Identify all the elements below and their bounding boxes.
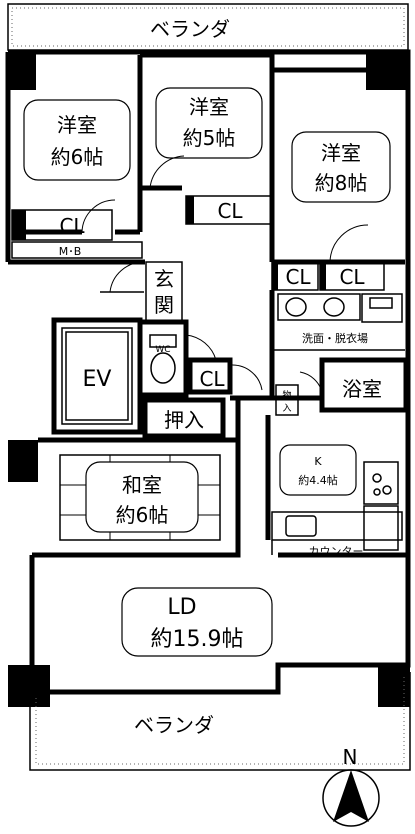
toilet: WC — [140, 319, 217, 398]
veranda-bottom-label: ベランダ — [134, 713, 214, 737]
japanese-room-name: 和室 — [122, 473, 162, 497]
room3-size: 約8帖 — [315, 171, 368, 195]
entrance-label-1: 玄 — [154, 267, 174, 291]
storage-label-2: 入 — [282, 403, 291, 414]
closet-4: CL — [319, 261, 385, 291]
living-dining: LD 約15.9帖 — [121, 587, 273, 657]
closet-1-label: CL — [59, 214, 85, 238]
closet-3-label: CL — [285, 265, 311, 289]
elevator: EV — [51, 317, 143, 435]
room1-size: 約6帖 — [51, 145, 104, 169]
living-dining-size: 約15.9帖 — [151, 627, 244, 652]
entrance: 玄 関 — [100, 261, 183, 323]
closet-2: CL — [185, 195, 273, 225]
japanese-room-size: 約6帖 — [116, 503, 169, 527]
meter-box-label: M･B — [59, 245, 82, 258]
veranda-top: ベランダ — [7, 3, 409, 51]
entrance-label-2: 関 — [154, 293, 174, 317]
washroom-label: 洗面・脱衣場 — [302, 331, 368, 345]
veranda-bottom: ベランダ — [29, 672, 411, 771]
japanese-room: 和室 約6帖 — [32, 437, 241, 558]
closet-4-label: CL — [339, 265, 365, 289]
room3-name: 洋室 — [321, 141, 361, 165]
kitchen: K 約4.4帖 カウンター — [271, 444, 403, 558]
washroom: 洗面・脱衣場 — [269, 290, 405, 398]
room-western-3: 洋室 約8帖 — [269, 67, 405, 265]
north-compass: N — [322, 745, 380, 827]
veranda-top-label: ベランダ — [150, 17, 230, 41]
oshiire-label: 押入 — [164, 408, 204, 432]
bathroom: 浴室 — [299, 357, 409, 413]
kitchen-name: K — [314, 455, 322, 468]
living-dining-name: LD — [167, 595, 196, 620]
kitchen-size: 約4.4帖 — [298, 473, 338, 487]
room1-name: 洋室 — [57, 113, 97, 137]
elevator-label: EV — [83, 367, 112, 392]
counter-label: カウンター — [309, 545, 364, 558]
storage-label-1: 物 — [282, 389, 291, 401]
room2-name: 洋室 — [189, 95, 229, 119]
toilet-label: WC — [155, 345, 170, 355]
north-label: N — [343, 745, 358, 769]
closet-1: CL — [11, 209, 113, 241]
closet-5-label: CL — [199, 367, 225, 391]
oshiire-closet: 押入 — [142, 397, 226, 439]
closet-3: CL — [271, 261, 319, 291]
room-western-1: 洋室 約6帖 — [12, 55, 143, 235]
bathroom-label: 浴室 — [342, 377, 382, 401]
closet-5: CL — [187, 357, 263, 395]
room-western-2: 洋室 約5帖 — [140, 52, 275, 210]
closet-2-label: CL — [217, 199, 243, 223]
room2-size: 約5帖 — [183, 126, 236, 150]
structural-columns — [8, 52, 410, 707]
north-arrow-icon — [333, 770, 369, 822]
meter-box: M･B — [11, 241, 143, 259]
